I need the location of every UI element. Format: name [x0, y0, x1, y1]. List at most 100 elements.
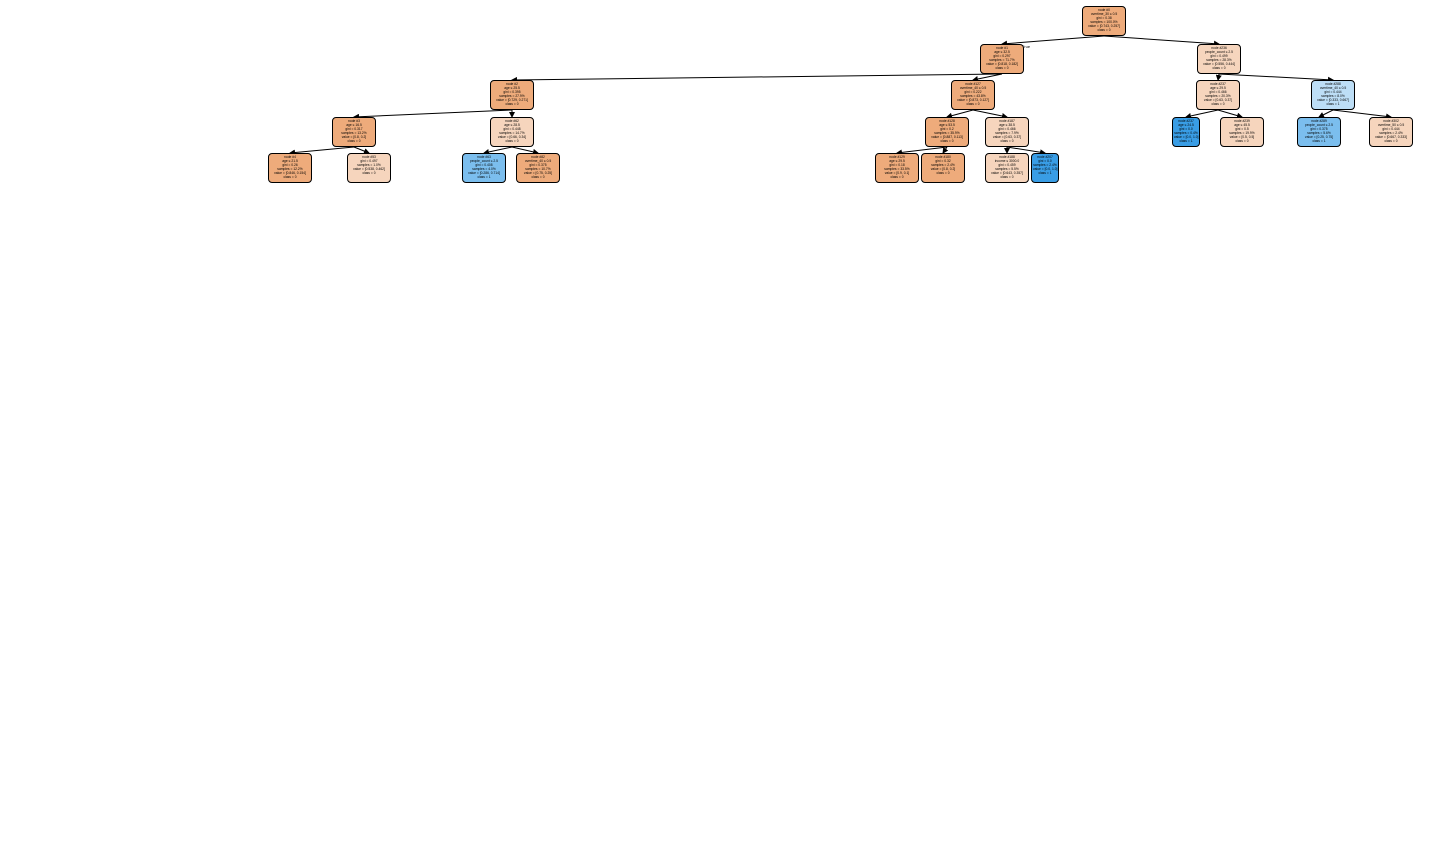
- node-line: class = 0: [505, 139, 519, 143]
- node-line: samples = 2.4%: [931, 163, 955, 167]
- node-line: gini = 0.444: [1382, 127, 1400, 131]
- node-line: gini = 0.395: [503, 90, 521, 94]
- node-line: gini = 0.448: [503, 127, 521, 131]
- node-line: gini = 0.408: [475, 163, 493, 167]
- node-line: class = 1: [1179, 139, 1193, 143]
- node-line: node #62: [505, 119, 519, 123]
- node-line: value = [0.9, 0.1]: [884, 171, 910, 175]
- node-line: gini = 0.32: [935, 159, 951, 163]
- node-line: gini = 0.26: [282, 163, 298, 167]
- node-line: gini = 0.444: [1324, 90, 1342, 94]
- node-line: class = 0: [890, 175, 904, 179]
- node-line: node #1: [996, 46, 1008, 50]
- node-line: node #289: [1311, 119, 1327, 123]
- node-line: value = [0.66, 0.34]: [497, 135, 527, 139]
- node-line: class = 0: [531, 175, 545, 179]
- tree-edge: [972, 109, 1008, 119]
- node-line: gini = 0.459: [998, 163, 1016, 167]
- tree-edge: [972, 73, 1003, 82]
- node-line: value = [0.63, 0.37]: [992, 135, 1022, 139]
- node-line: value = [0.5, 0.5]: [1229, 135, 1255, 139]
- node-line: samples = 33.5%: [884, 167, 910, 171]
- node-line: gini = 0.375: [1310, 127, 1328, 131]
- node-line: node #187: [999, 119, 1015, 123]
- node-line: age ≤ 21.5: [282, 159, 298, 163]
- node-line: value = [0.643, 0.357]: [991, 171, 1023, 175]
- node-line: gini = 0.466: [998, 127, 1016, 131]
- node-line: node #180: [935, 155, 951, 159]
- node-line: value = [0.0, 1.0]: [1033, 167, 1058, 171]
- node-line: samples = 7.9%: [995, 131, 1019, 135]
- tree-edge: [1332, 109, 1392, 120]
- node-line: gini = 0.375: [529, 163, 547, 167]
- node-line: overtime_50 ≤ 0.5: [1377, 123, 1405, 127]
- node-line: node #82: [531, 155, 545, 159]
- node-line: overtime_40 ≤ 0.5: [524, 159, 552, 163]
- node-line: samples = 8.0%: [1321, 94, 1345, 98]
- node-line: node #237: [1178, 119, 1194, 123]
- tree-edge: [1217, 109, 1243, 119]
- node-line: node #2: [506, 82, 518, 86]
- node-line: node #237: [1210, 82, 1226, 86]
- node-line: value = [0.538, 0.462]: [353, 167, 385, 171]
- node-line: value = [0.887, 0.113]: [931, 135, 963, 139]
- node-line: gini = 0.38: [1096, 16, 1112, 20]
- node-line: samples = 5.5%: [995, 167, 1019, 171]
- node-line: class = 0: [995, 66, 1009, 70]
- tree-edge: [942, 146, 949, 154]
- node-line: samples = 1.0%: [357, 163, 381, 167]
- node-line: age ≤ 16.5: [346, 123, 362, 127]
- node-line: people_count ≤ 2.5: [1204, 50, 1234, 54]
- tree-edge: [1185, 109, 1219, 119]
- node-line: class = 0: [347, 139, 361, 143]
- node-line: class = 0: [283, 175, 297, 179]
- node-line: node #302: [1383, 119, 1399, 123]
- node-line: samples = 13.2%: [341, 131, 367, 135]
- node-line: value = [0.63, 0.37]: [1203, 98, 1233, 102]
- node-line: node #127: [965, 82, 981, 86]
- node-line: gini = 0.18: [889, 163, 905, 167]
- node-line: samples = 19.9%: [1229, 131, 1255, 135]
- node-line: samples = 5.6%: [1307, 131, 1331, 135]
- node-line: samples = 28.3%: [1206, 58, 1232, 62]
- node-line: gini = 0.0: [1038, 159, 1052, 163]
- node-line: samples = 35.9%: [934, 131, 960, 135]
- node-line: age ≤ 32.5: [994, 50, 1010, 54]
- node-line: age ≤ 38.5: [999, 123, 1015, 127]
- node-line: value = [0.25, 0.75]: [1304, 135, 1334, 139]
- node-line: value = [0.8, 0.2]: [930, 167, 956, 171]
- node-line: samples = 14.7%: [499, 131, 525, 135]
- node-line: age ≤ 29.5: [1210, 86, 1226, 90]
- node-line: age ≤ 45.5: [1234, 123, 1250, 127]
- node-line: class = 0: [1097, 28, 1111, 32]
- node-line: class = 1: [1312, 139, 1326, 143]
- node-line: class = 0: [1212, 66, 1226, 70]
- tree-edge: [1006, 146, 1046, 156]
- tree-edge: [1318, 109, 1334, 118]
- node-line: value = [0.667, 0.333]: [1375, 135, 1407, 139]
- node-line: age ≤ 24.5: [1178, 123, 1194, 127]
- node-line: age ≤ 28.5: [504, 123, 520, 127]
- node-line: income ≤ 3000.0: [994, 159, 1020, 163]
- node-line: class = 0: [940, 139, 954, 143]
- tree-edge: [483, 146, 513, 155]
- node-line: samples = 71.7%: [989, 58, 1015, 62]
- edge-label-true: True: [1022, 44, 1031, 49]
- node-line: value = [0.846, 0.154]: [274, 171, 306, 175]
- node-line: node #188: [999, 155, 1015, 159]
- node-line: value = [0.556, 0.444]: [1203, 62, 1235, 66]
- node-line: value = [0.75, 0.25]: [523, 171, 553, 175]
- node-line: class = 1: [1326, 102, 1340, 106]
